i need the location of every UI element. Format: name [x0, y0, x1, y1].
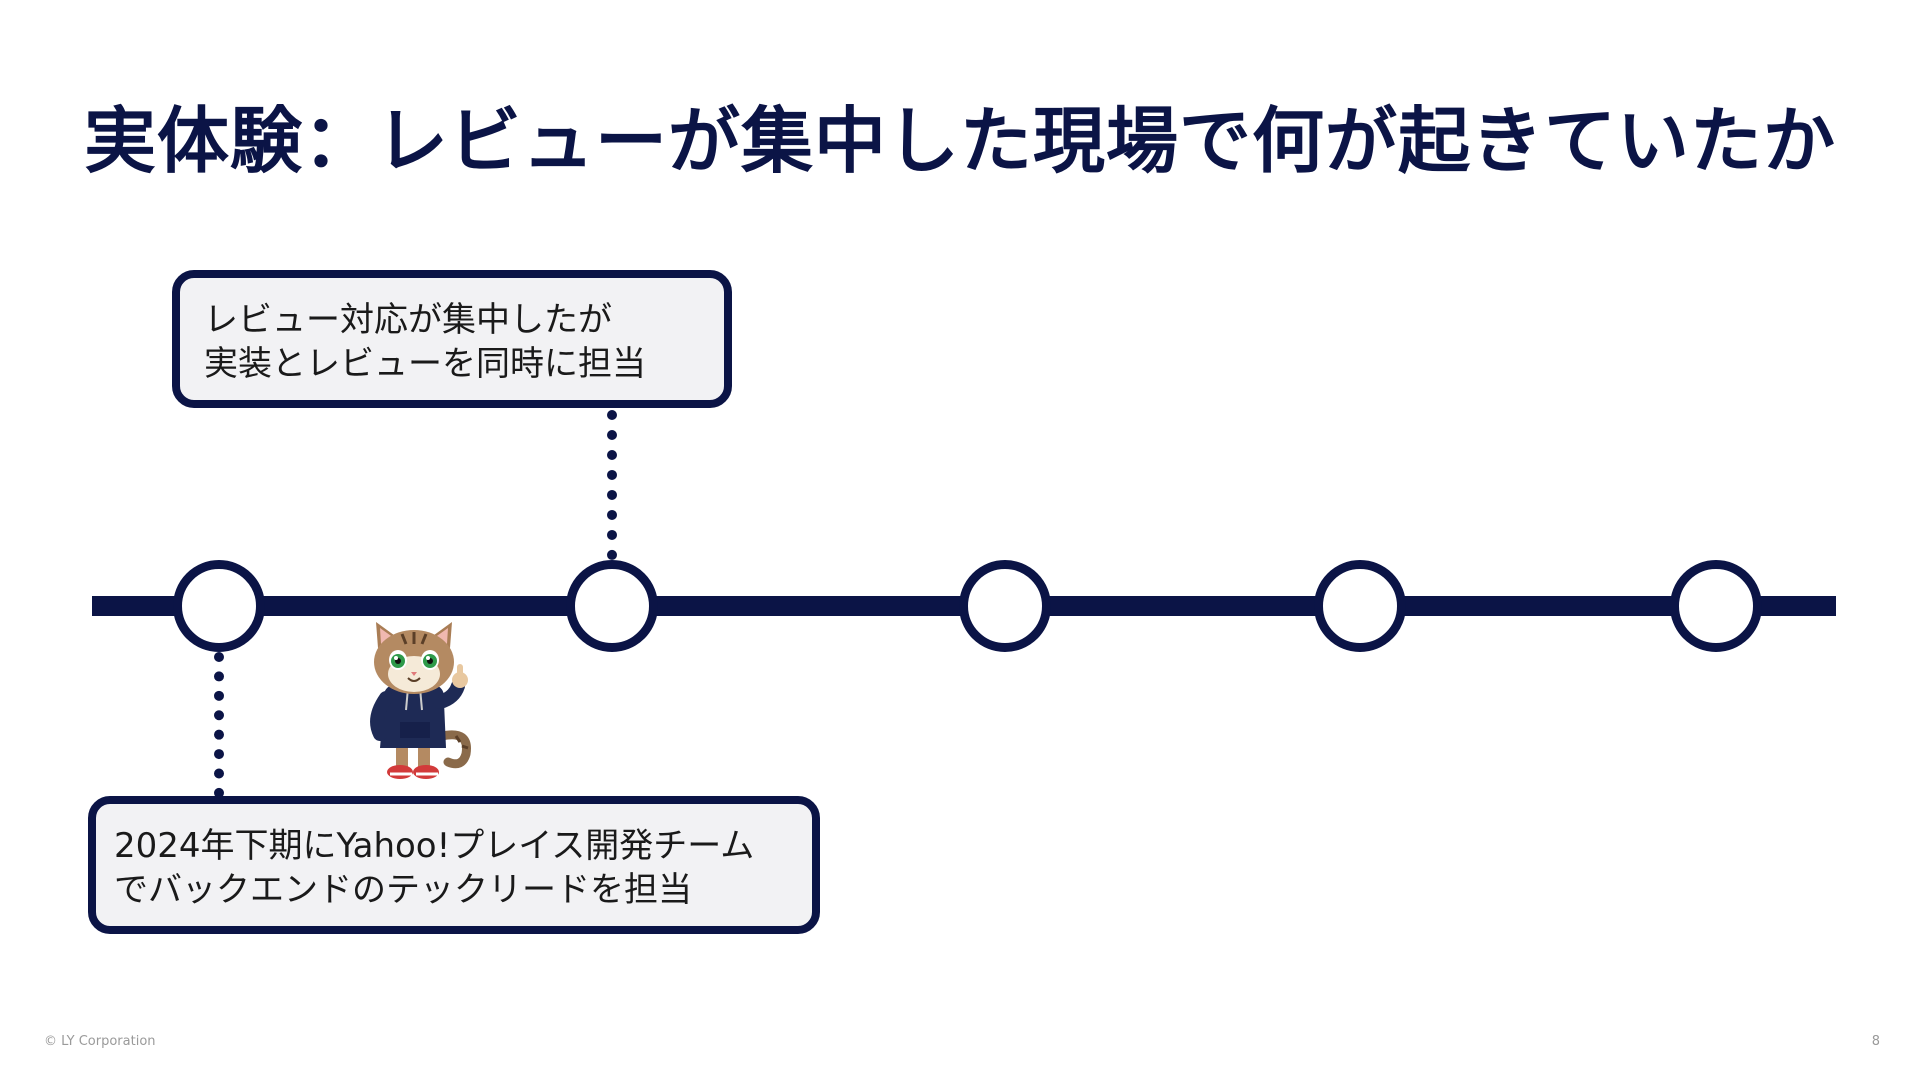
callout-card-bottom: 2024年下期にYahoo!プレイス開発チーム でバックエンドのテックリードを担…: [88, 796, 820, 934]
timeline-node-5: [1670, 560, 1762, 652]
connector-bottom: [214, 652, 224, 798]
timeline-node-1: [173, 560, 265, 652]
callout-bottom-line-1: 2024年下期にYahoo!プレイス開発チーム: [114, 826, 755, 866]
callout-top-line-2: 実装とレビューを同時に担当: [204, 344, 646, 384]
connector-top: [607, 410, 617, 560]
callout-card-top: レビュー対応が集中したが 実装とレビューを同時に担当: [172, 270, 732, 408]
footer-copyright: © LY Corporation: [44, 1034, 156, 1049]
footer-page-number: 8: [1871, 1034, 1880, 1049]
slide-title: 実体験：レビューが集中した現場で何が起きていたか: [83, 99, 1836, 183]
cat-mascot-thumbs-up-icon: [370, 622, 471, 779]
timeline-node-2: [566, 560, 658, 652]
timeline-node-3: [959, 560, 1051, 652]
timeline-node-4: [1314, 560, 1406, 652]
callout-bottom-line-2: でバックエンドのテックリードを担当: [114, 870, 692, 910]
callout-top-line-1: レビュー対応が集中したが: [204, 300, 612, 340]
